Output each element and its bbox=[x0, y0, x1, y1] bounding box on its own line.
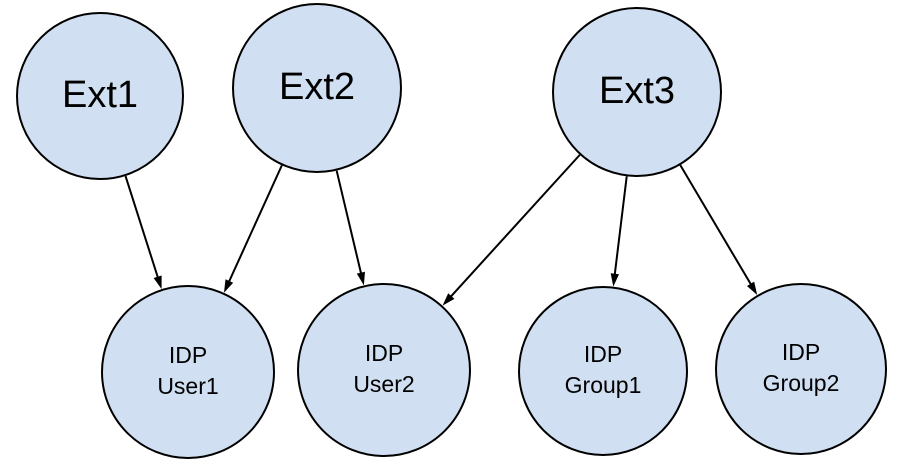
node-circle[interactable] bbox=[518, 286, 688, 456]
edge-layer bbox=[124, 154, 758, 306]
node-label: Ext1 bbox=[62, 74, 138, 116]
node-ext2[interactable]: Ext2 bbox=[232, 3, 402, 173]
node-circle[interactable] bbox=[552, 7, 722, 177]
node-ext1[interactable]: Ext1 bbox=[16, 12, 184, 180]
arrowhead-icon bbox=[746, 281, 758, 295]
node-ext3[interactable]: Ext3 bbox=[552, 7, 722, 177]
edge-line bbox=[449, 154, 581, 299]
edge-ext3-to-user2 bbox=[442, 154, 581, 306]
node-label-line2: User1 bbox=[157, 373, 218, 399]
node-group1[interactable]: IDP Group1 bbox=[518, 286, 688, 456]
edge-line bbox=[227, 164, 283, 284]
arrowhead-icon bbox=[153, 275, 162, 290]
edge-ext2-to-user1 bbox=[223, 164, 283, 293]
node-circle[interactable] bbox=[16, 12, 184, 180]
node-label-line1: IDP bbox=[782, 339, 820, 365]
node-circle[interactable] bbox=[715, 283, 887, 455]
edge-line bbox=[335, 170, 363, 275]
edge-line bbox=[613, 176, 628, 276]
node-circle[interactable] bbox=[297, 283, 471, 457]
node-user2[interactable]: IDP User2 bbox=[297, 283, 471, 457]
node-label-line1: IDP bbox=[584, 341, 622, 367]
edge-line bbox=[679, 164, 753, 287]
node-label-line1: IDP bbox=[169, 342, 207, 368]
node-label-line2: Group2 bbox=[763, 370, 840, 396]
edge-ext1-to-user1 bbox=[124, 175, 162, 290]
node-label-line2: User2 bbox=[353, 371, 414, 397]
node-label: Ext3 bbox=[599, 70, 675, 112]
node-label-line1: IDP bbox=[365, 340, 403, 366]
node-user1[interactable]: IDP User1 bbox=[101, 285, 275, 459]
edge-ext3-to-group2 bbox=[679, 164, 758, 295]
arrowhead-icon bbox=[442, 293, 455, 306]
arrowhead-icon bbox=[223, 279, 234, 293]
edge-ext2-to-user2 bbox=[335, 170, 365, 286]
node-label-line2: Group1 bbox=[565, 372, 642, 398]
node-group2[interactable]: IDP Group2 bbox=[715, 283, 887, 455]
edge-line bbox=[124, 175, 160, 279]
node-circle[interactable] bbox=[101, 285, 275, 459]
arrowhead-icon bbox=[356, 271, 365, 286]
arrowhead-icon bbox=[610, 273, 620, 287]
node-label: Ext2 bbox=[279, 66, 355, 108]
edge-ext3-to-group1 bbox=[610, 176, 628, 287]
node-circle[interactable] bbox=[232, 3, 402, 173]
